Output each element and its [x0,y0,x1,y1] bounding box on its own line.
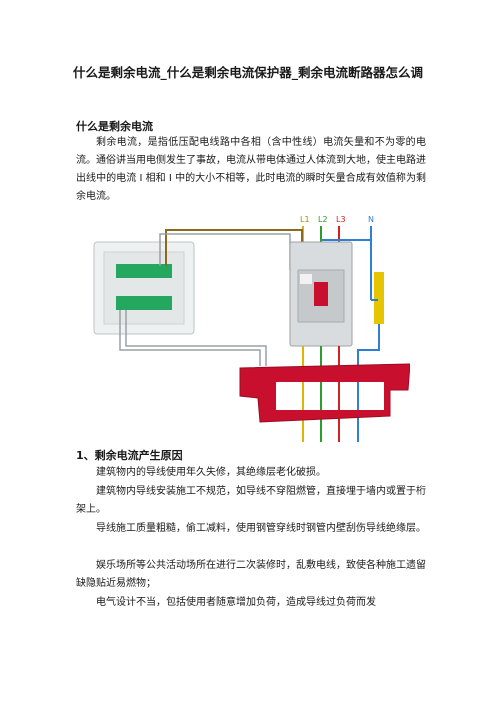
terminal-block-top [116,264,172,278]
page-title: 什么是剩余电流_什么是剩余电流保护器_剩余电流断路器怎么调 [72,65,423,80]
relay-module-inner [103,251,185,325]
signal-wire-brown [165,229,303,266]
cause-item: 建筑物内的导线使用年久失修，其绝缘层老化破损。 [96,467,326,478]
cause-item: 娱乐场所等公共活动场所在进行二次装修时，乱敷电线，致使各种施工遗留缺隐贴近易燃物… [76,560,426,589]
wire-label-l1: L1 [300,215,310,224]
neutral-terminal-bar [374,272,384,324]
wire-label-n: N [368,215,374,224]
section-paragraph: 剩余电流，是指低压配电线路中各相（含中性线）电流矢量和不为零的电流。通俗讲当用电… [76,137,426,202]
signal-wire-grey-2 [119,310,261,366]
signal-wire-grey-3 [125,310,267,366]
section-heading-residual-current: 什么是剩余电流 [76,120,153,133]
wire-label-l2: L2 [318,215,328,224]
terminal-block-bottom [116,296,172,310]
section-heading-causes: 1、剩余电流产生原因 [76,449,183,462]
cause-item: 电气设计不当，包括使用者随意增加负荷，造成导线过负荷而发 [96,597,376,608]
wiring-diagram-figure: L1 L2 L3 N [93,215,410,442]
breaker-label-area [300,274,312,284]
cause-item: 导线施工质量粗糙，偷工减料，使用钢管穿线时钢管内壁刮伤导线绝缘层。 [96,523,426,534]
breaker-handle [314,282,328,306]
wire-label-l3: L3 [336,215,346,224]
ct-window [276,382,384,410]
cause-item: 建筑物内导线安装施工不规范，如导线不穿阻燃管，直接埋于墙内或置于桁架上。 [76,486,426,515]
